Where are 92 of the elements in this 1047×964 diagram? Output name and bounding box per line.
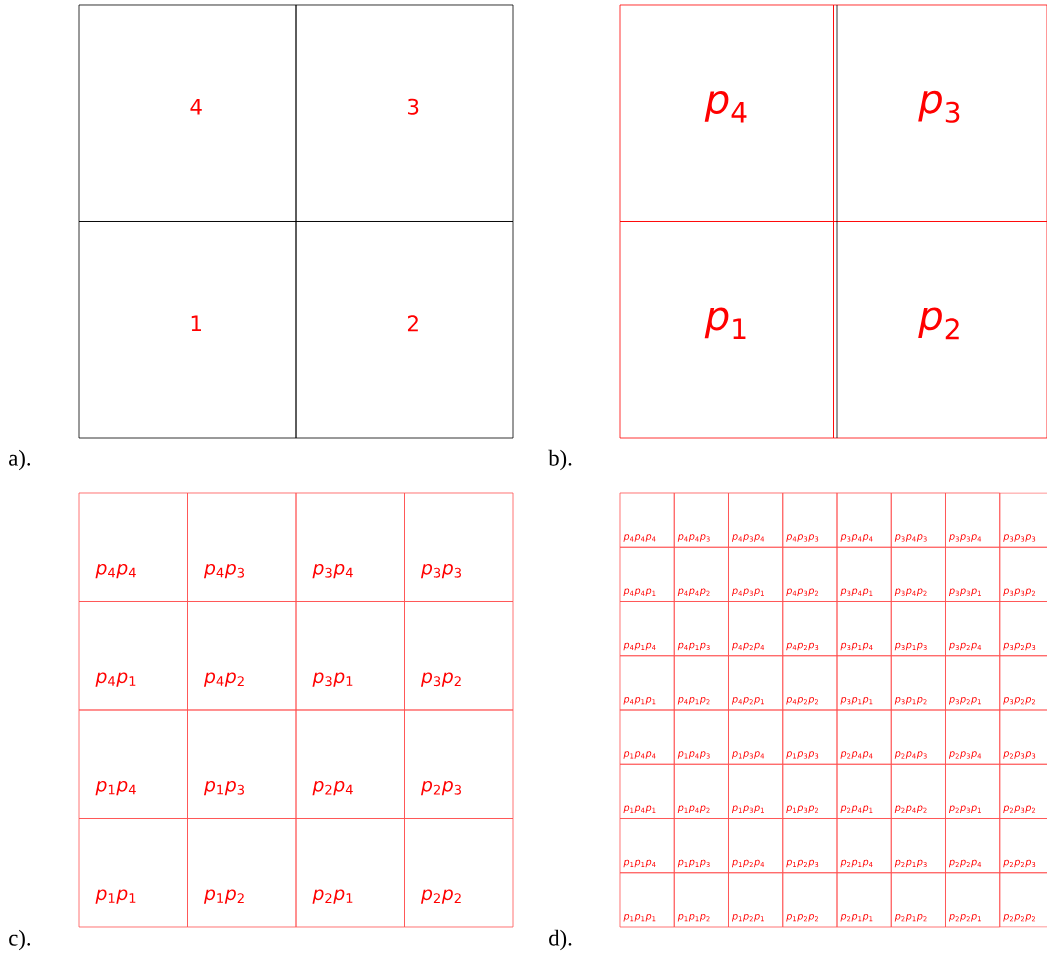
grid-cell: p$_{4}$p$_{4}$p$_{1}$ xyxy=(619,546,675,602)
grid-cell: 2 xyxy=(295,221,514,439)
grid-cell: p$_{4}$p$_{1}$p$_{3}$ xyxy=(673,601,729,657)
grid-cell: p$_{2}$p$_{1}$p$_{4}$ xyxy=(836,818,892,874)
grid-cell: p$_{3}$ xyxy=(833,4,1047,222)
grid-cell: p$_{2}$ xyxy=(833,221,1047,439)
grid-cell: p$_{4}$p$_{4}$p$_{4}$ xyxy=(619,492,675,548)
grid-cell: p$_{2}$p$_{4}$ xyxy=(295,709,405,819)
grid-cell: p$_{4}$p$_{4}$ xyxy=(78,492,188,602)
grid-cell: p$_{3}$p$_{3}$p$_{2}$ xyxy=(999,546,1047,602)
grid-cell: p$_{3}$p$_{4}$p$_{3}$ xyxy=(890,492,946,548)
grid-cell: p$_{2}$p$_{3}$p$_{3}$ xyxy=(999,709,1047,765)
panel-label: d). xyxy=(549,929,572,951)
grid-cell: p$_{2}$p$_{2}$p$_{1}$ xyxy=(945,872,1001,928)
grid-cell: p$_{3}$p$_{4}$ xyxy=(295,492,405,602)
grid-cell: p$_{4}$p$_{1}$p$_{4}$ xyxy=(619,601,675,657)
grid-cell: p$_{2}$p$_{4}$p$_{2}$ xyxy=(890,763,946,819)
panel-label: c). xyxy=(9,929,31,951)
grid-cell: p$_{2}$p$_{3}$ xyxy=(404,709,514,819)
grid-cell: p$_{3}$p$_{3}$p$_{4}$ xyxy=(945,492,1001,548)
grid-cell: p$_{1}$p$_{3}$ xyxy=(187,709,297,819)
panel-label: b). xyxy=(548,449,572,471)
grid-cell: p$_{4}$p$_{4}$p$_{3}$ xyxy=(673,492,729,548)
grid-cell: p$_{3}$p$_{4}$p$_{2}$ xyxy=(890,546,946,602)
grid-cell: p$_{3}$p$_{2}$p$_{2}$ xyxy=(999,655,1047,711)
grid-cell: p$_{2}$p$_{3}$p$_{1}$ xyxy=(945,763,1001,819)
grid-cell: p$_{2}$p$_{3}$p$_{4}$ xyxy=(945,709,1001,765)
grid-cell: p$_{1}$p$_{3}$p$_{2}$ xyxy=(782,763,838,819)
grid-cell: p$_{3}$p$_{4}$p$_{4}$ xyxy=(836,492,892,548)
grid-cell: p$_{1}$p$_{2}$p$_{3}$ xyxy=(782,818,838,874)
grid-cell: p$_{1}$p$_{2}$p$_{4}$ xyxy=(728,818,784,874)
grid-cell: p$_{2}$p$_{1}$p$_{2}$ xyxy=(890,872,946,928)
grid-cell: p$_{1}$p$_{3}$p$_{4}$ xyxy=(728,709,784,765)
grid-cell: p$_{3}$p$_{2}$p$_{1}$ xyxy=(945,655,1001,711)
grid-cell: p$_{4}$p$_{3}$p$_{2}$ xyxy=(782,546,838,602)
grid-cell: p$_{4}$p$_{3}$p$_{3}$ xyxy=(782,492,838,548)
grid-cell: p$_{2}$p$_{4}$p$_{1}$ xyxy=(836,763,892,819)
panel-label: a). xyxy=(9,449,31,471)
grid-cell: p$_{1}$ xyxy=(619,221,834,439)
grid-cell: p$_{3}$p$_{4}$p$_{1}$ xyxy=(836,546,892,602)
grid-cell: p$_{1}$p$_{4}$p$_{2}$ xyxy=(673,763,729,819)
grid-cell: p$_{3}$p$_{1}$p$_{3}$ xyxy=(890,601,946,657)
grid-cell: p$_{4}$p$_{2}$p$_{4}$ xyxy=(728,601,784,657)
grid-cell: 4 xyxy=(78,4,297,222)
grid-cell: p$_{3}$p$_{3}$p$_{3}$ xyxy=(999,492,1047,548)
grid-cell: p$_{2}$p$_{1}$ xyxy=(295,818,405,928)
grid-cell: p$_{3}$p$_{2}$ xyxy=(404,601,514,711)
grid-cell: p$_{4}$p$_{4}$p$_{2}$ xyxy=(673,546,729,602)
grid-cell: p$_{3}$p$_{2}$p$_{4}$ xyxy=(945,601,1001,657)
grid-cell: 3 xyxy=(295,4,514,222)
grid-cell: p$_{2}$p$_{1}$p$_{1}$ xyxy=(836,872,892,928)
grid-cell: p$_{4}$p$_{3}$ xyxy=(187,492,297,602)
grid-cell: p$_{1}$p$_{4}$p$_{3}$ xyxy=(673,709,729,765)
grid-cell: p$_{2}$p$_{4}$p$_{3}$ xyxy=(890,709,946,765)
grid-cell: p$_{2}$p$_{2}$p$_{4}$ xyxy=(945,818,1001,874)
grid-cell: p$_{4}$p$_{3}$p$_{4}$ xyxy=(728,492,784,548)
grid-cell: p$_{3}$p$_{1}$p$_{1}$ xyxy=(836,655,892,711)
grid-cell: p$_{4}$p$_{2}$p$_{2}$ xyxy=(782,655,838,711)
grid-cell: p$_{1}$p$_{3}$p$_{1}$ xyxy=(728,763,784,819)
grid-cell: p$_{1}$p$_{3}$p$_{3}$ xyxy=(782,709,838,765)
grid-cell: p$_{4}$p$_{3}$p$_{1}$ xyxy=(728,546,784,602)
grid-cell: p$_{4}$p$_{1}$p$_{1}$ xyxy=(619,655,675,711)
grid-cell: p$_{3}$p$_{1}$p$_{2}$ xyxy=(890,655,946,711)
grid-cell: p$_{4}$p$_{2}$ xyxy=(187,601,297,711)
grid-cell: p$_{3}$p$_{1}$p$_{4}$ xyxy=(836,601,892,657)
grid-cell: p$_{2}$p$_{2}$ xyxy=(404,818,514,928)
grid-cell: p$_{1}$p$_{1}$p$_{2}$ xyxy=(673,872,729,928)
grid-cell: p$_{1}$p$_{4}$p$_{4}$ xyxy=(619,709,675,765)
grid-cell: p$_{2}$p$_{1}$p$_{3}$ xyxy=(890,818,946,874)
grid-cell: p$_{1}$p$_{4}$p$_{1}$ xyxy=(619,763,675,819)
grid-cell: p$_{3}$p$_{2}$p$_{3}$ xyxy=(999,601,1047,657)
grid-cell: p$_{2}$p$_{2}$p$_{2}$ xyxy=(999,872,1047,928)
grid-cell: p$_{1}$p$_{2}$p$_{1}$ xyxy=(728,872,784,928)
grid-cell: p$_{1}$p$_{1}$p$_{1}$ xyxy=(619,872,675,928)
grid-cell: p$_{1}$p$_{1}$p$_{3}$ xyxy=(673,818,729,874)
grid-cell: p$_{4}$p$_{2}$p$_{1}$ xyxy=(728,655,784,711)
grid-cell: p$_{3}$p$_{3}$p$_{1}$ xyxy=(945,546,1001,602)
grid-cell: 1 xyxy=(78,221,297,439)
grid-cell: p$_{4}$p$_{1}$ xyxy=(78,601,188,711)
grid-cell: p$_{4}$p$_{2}$p$_{3}$ xyxy=(782,601,838,657)
grid-cell: p$_{3}$p$_{1}$ xyxy=(295,601,405,711)
grid-cell: p$_{4}$p$_{1}$p$_{2}$ xyxy=(673,655,729,711)
grid-cell: p$_{1}$p$_{1}$ xyxy=(78,818,188,928)
grid-cell: p$_{1}$p$_{2}$p$_{2}$ xyxy=(782,872,838,928)
grid-cell: p$_{4}$ xyxy=(619,4,834,222)
grid-cell: p$_{2}$p$_{4}$p$_{4}$ xyxy=(836,709,892,765)
grid-cell: p$_{1}$p$_{4}$ xyxy=(78,709,188,819)
grid-cell: p$_{2}$p$_{3}$p$_{2}$ xyxy=(999,763,1047,819)
grid-cell: p$_{3}$p$_{3}$ xyxy=(404,492,514,602)
grid-cell: p$_{2}$p$_{2}$p$_{3}$ xyxy=(999,818,1047,874)
grid-cell: p$_{1}$p$_{1}$p$_{4}$ xyxy=(619,818,675,874)
grid-cell: p$_{1}$p$_{2}$ xyxy=(187,818,297,928)
